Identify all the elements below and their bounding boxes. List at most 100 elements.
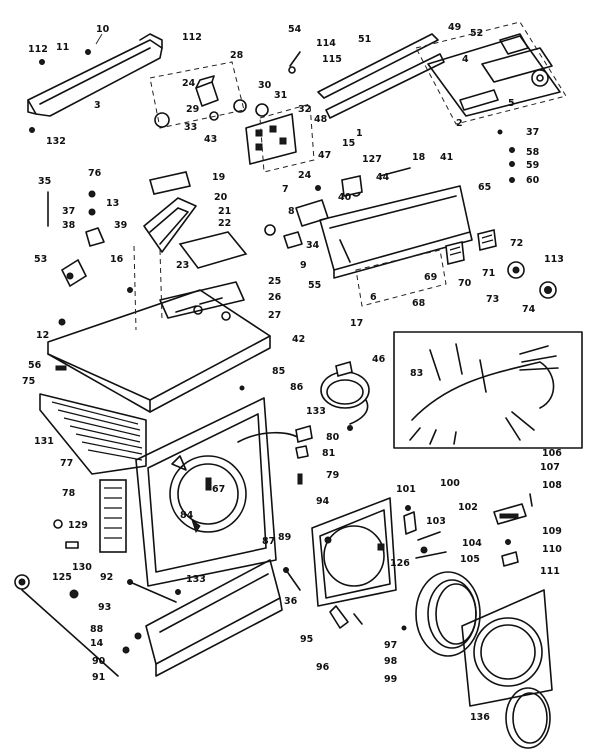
timer-bracket-part	[149, 61, 269, 129]
label-86: 86	[290, 382, 304, 393]
label-112: 112	[182, 32, 202, 43]
label-28: 28	[230, 50, 244, 61]
label-40: 40	[338, 192, 352, 203]
label-93: 93	[98, 602, 111, 613]
label-32: 32	[298, 104, 311, 115]
label-109: 109	[542, 526, 562, 537]
label-17: 17	[350, 318, 363, 329]
label-74: 74	[522, 304, 536, 315]
label-70: 70	[458, 278, 472, 289]
label-19: 19	[212, 172, 225, 183]
label-30: 30	[258, 80, 272, 91]
label-68: 68	[412, 298, 426, 309]
label-90: 90	[92, 656, 106, 667]
door-hinge-part	[493, 493, 533, 567]
label-42: 42	[292, 334, 305, 345]
label-115: 115	[322, 54, 342, 65]
label-114: 114	[316, 38, 336, 49]
label-133: 133	[306, 406, 326, 417]
label-58: 58	[526, 147, 540, 158]
label-52: 52	[470, 28, 483, 39]
label-37: 37	[62, 206, 75, 217]
label-12: 12	[36, 330, 49, 341]
label-95: 95	[300, 634, 313, 645]
label-132: 132	[46, 136, 66, 147]
label-130: 130	[72, 562, 92, 573]
label-72: 72	[510, 238, 523, 249]
label-100: 100	[440, 478, 460, 489]
label-88: 88	[90, 624, 104, 635]
top-cabinet-part	[47, 245, 271, 413]
label-35: 35	[38, 176, 51, 187]
door-latch-part	[403, 505, 447, 559]
label-18: 18	[412, 152, 426, 163]
label-80: 80	[326, 432, 340, 443]
label-3: 3	[94, 100, 101, 111]
label-133: 133	[186, 574, 206, 585]
label-103: 103	[426, 516, 446, 527]
label-106: 106	[542, 448, 562, 459]
outer-door-part	[461, 589, 553, 707]
door-glass-part	[415, 571, 481, 657]
label-5: 5	[508, 98, 515, 109]
label-83: 83	[410, 368, 423, 379]
label-21: 21	[218, 206, 231, 217]
label-102: 102	[458, 502, 478, 513]
label-127: 127	[362, 154, 382, 165]
label-131: 131	[34, 436, 54, 447]
label-33: 33	[184, 122, 197, 133]
label-11: 11	[56, 42, 69, 53]
console-end-cap-part	[27, 33, 163, 117]
label-1: 1	[356, 128, 363, 139]
label-101: 101	[396, 484, 416, 495]
label-14: 14	[90, 638, 104, 649]
label-104: 104	[462, 538, 482, 549]
label-84: 84	[180, 510, 194, 521]
label-112: 112	[28, 44, 48, 55]
label-108: 108	[542, 480, 562, 491]
label-2: 2	[456, 118, 463, 129]
label-22: 22	[218, 218, 231, 229]
label-85: 85	[272, 366, 285, 377]
misc-screws-part	[29, 59, 407, 654]
label-79: 79	[326, 470, 339, 481]
label-136: 136	[470, 712, 490, 723]
label-41: 41	[440, 152, 453, 163]
label-16: 16	[110, 254, 124, 265]
label-111: 111	[540, 566, 560, 577]
label-99: 99	[384, 674, 397, 685]
label-105: 105	[460, 554, 480, 565]
label-55: 55	[308, 280, 321, 291]
label-44: 44	[376, 172, 390, 183]
label-23: 23	[176, 260, 189, 271]
label-94: 94	[316, 496, 330, 507]
label-125: 125	[52, 572, 72, 583]
label-6: 6	[370, 292, 377, 303]
label-67: 67	[212, 484, 225, 495]
label-81: 81	[322, 448, 335, 459]
toe-panel-part	[145, 559, 283, 677]
door-frame-part	[311, 497, 397, 629]
label-59: 59	[526, 160, 539, 171]
label-96: 96	[316, 662, 330, 673]
label-91: 91	[92, 672, 105, 683]
label-8: 8	[288, 206, 295, 217]
label-65: 65	[478, 182, 491, 193]
label-29: 29	[186, 104, 199, 115]
label-54: 54	[288, 24, 302, 35]
label-75: 75	[22, 376, 35, 387]
leveling-rod-part	[14, 519, 177, 677]
label-15: 15	[342, 138, 355, 149]
label-71: 71	[482, 268, 495, 279]
label-9: 9	[300, 260, 307, 271]
label-10: 10	[96, 24, 110, 35]
label-110: 110	[542, 544, 562, 555]
label-25: 25	[268, 276, 281, 287]
label-39: 39	[114, 220, 127, 231]
label-77: 77	[60, 458, 73, 469]
lid-assembly-part	[143, 171, 248, 269]
label-34: 34	[306, 240, 320, 251]
label-43: 43	[204, 134, 217, 145]
label-126: 126	[390, 558, 410, 569]
